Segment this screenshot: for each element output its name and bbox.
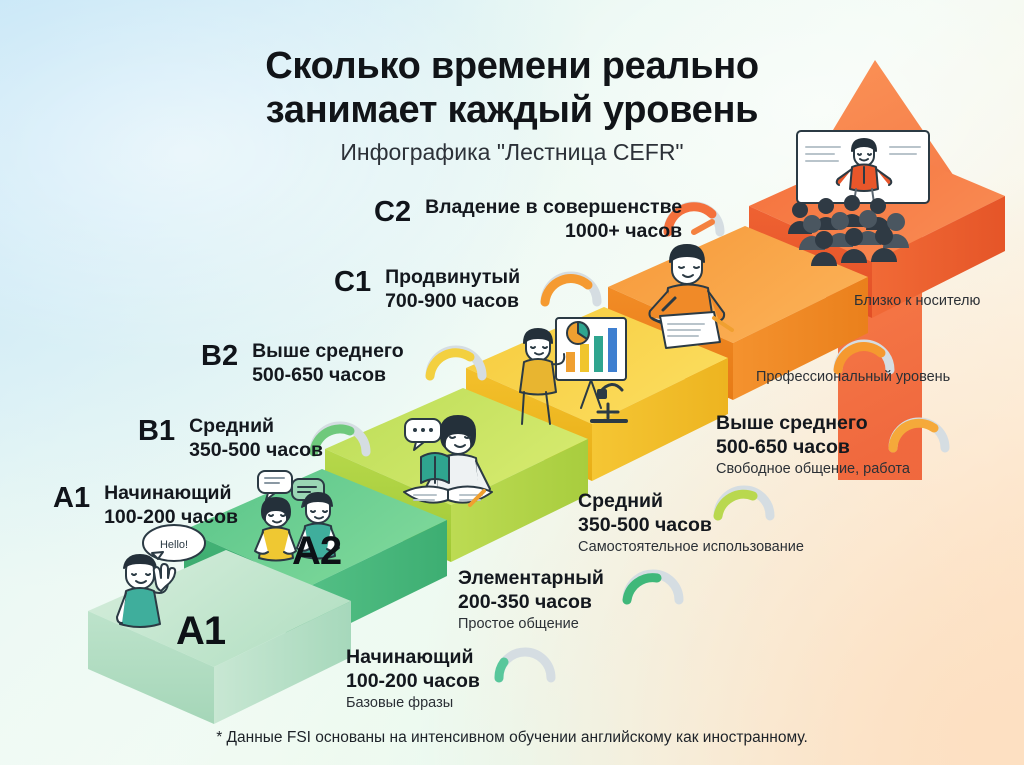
footnote: * Данные FSI основаны на интенсивном обу… (216, 729, 808, 746)
level-name-b2: Выше среднего (252, 340, 404, 362)
title-line-1: Сколько времени реально (265, 45, 759, 87)
annotation-near-native: Близко к носителю (854, 293, 981, 309)
level-code-a1: A1 (48, 482, 95, 515)
right-hours-a1: 100-200 часов (346, 669, 480, 692)
level-text-b1: Средний 350-500 часов (189, 415, 323, 463)
level-hours-c1: 700-900 часов (385, 289, 519, 312)
level-label-c2: C2 Владение в совершенстве 1000+ часов (369, 196, 682, 244)
level-text-c2: Владение в совершенстве 1000+ часов (425, 196, 682, 244)
level-label-b2: B2 Выше среднего 500-650 часов (196, 340, 404, 388)
level-label-b1: B1 Средний 350-500 часов (133, 415, 323, 463)
right-desc-b1: Самостоятельное использование (578, 538, 804, 555)
right-label-b2: Выше среднего 500-650 часов Свободное об… (716, 412, 910, 478)
level-hours-a1: 100-200 часов (104, 505, 238, 528)
level-text-a1: Начинающий 100-200 часов (104, 482, 238, 530)
step-letter-a1: A1 (176, 609, 226, 653)
level-name-b1: Средний (189, 415, 275, 437)
illustration-a1-person: Hello! (116, 524, 206, 628)
level-code-b2: B2 (196, 340, 243, 373)
right-desc-b2: Свободное общение, работа (716, 460, 910, 477)
level-name-c2: Владение в совершенстве (425, 196, 683, 218)
right-desc-a1: Базовые фразы (346, 694, 454, 711)
right-label-b1: Средний 350-500 часов Самостоятельное ис… (578, 490, 804, 556)
level-label-a1: A1 Начинающий 100-200 часов (48, 482, 238, 530)
illustration-b1-reader (403, 415, 493, 507)
illustration-b2-presenter (519, 317, 628, 425)
right-hours-a2: 200-350 часов (458, 590, 592, 613)
illustration-c2-lecture (788, 130, 930, 266)
illustration-c1-writer (648, 244, 734, 349)
level-code-c2: C2 (369, 196, 416, 229)
illustration-a2-people (254, 470, 340, 562)
right-desc-a2: Простое общение (458, 615, 579, 632)
right-name-a1: Начинающий (346, 646, 474, 668)
right-name-b2: Выше среднего (716, 412, 868, 434)
level-text-c1: Продвинутый 700-900 часов (385, 266, 520, 314)
level-hours-b2: 500-650 часов (252, 363, 386, 386)
right-hours-b1: 350-500 часов (578, 513, 712, 536)
right-name-b1: Средний (578, 490, 663, 512)
level-hours-b1: 350-500 часов (189, 438, 323, 461)
title-line-2: занимает каждый уровень (265, 89, 759, 132)
annotation-professional: Профессиональный уровень (756, 369, 951, 385)
level-name-c1: Продвинутый (385, 266, 521, 288)
level-name-a1: Начинающий (104, 482, 232, 504)
right-label-a2: Элементарный 200-350 часов Простое общен… (458, 567, 604, 633)
level-text-b2: Выше среднего 500-650 часов (252, 340, 404, 388)
right-hours-b2: 500-650 часов (716, 435, 850, 458)
level-code-c1: C1 (329, 266, 376, 299)
level-hours-c2: 1000+ часов (565, 219, 683, 242)
right-label-a1: Начинающий 100-200 часов Базовые фразы (346, 646, 480, 712)
svg-text:Hello!: Hello! (160, 539, 188, 551)
page-title: Сколько времени реально занимает каждый … (0, 44, 1024, 132)
level-label-c1: C1 Продвинутый 700-900 часов (329, 266, 520, 314)
page-subtitle: Инфографика "Лестница CEFR" (340, 139, 684, 165)
step-letter-a2: A2 (292, 529, 342, 573)
level-code-b1: B1 (133, 415, 180, 448)
right-name-a2: Элементарный (458, 567, 604, 589)
